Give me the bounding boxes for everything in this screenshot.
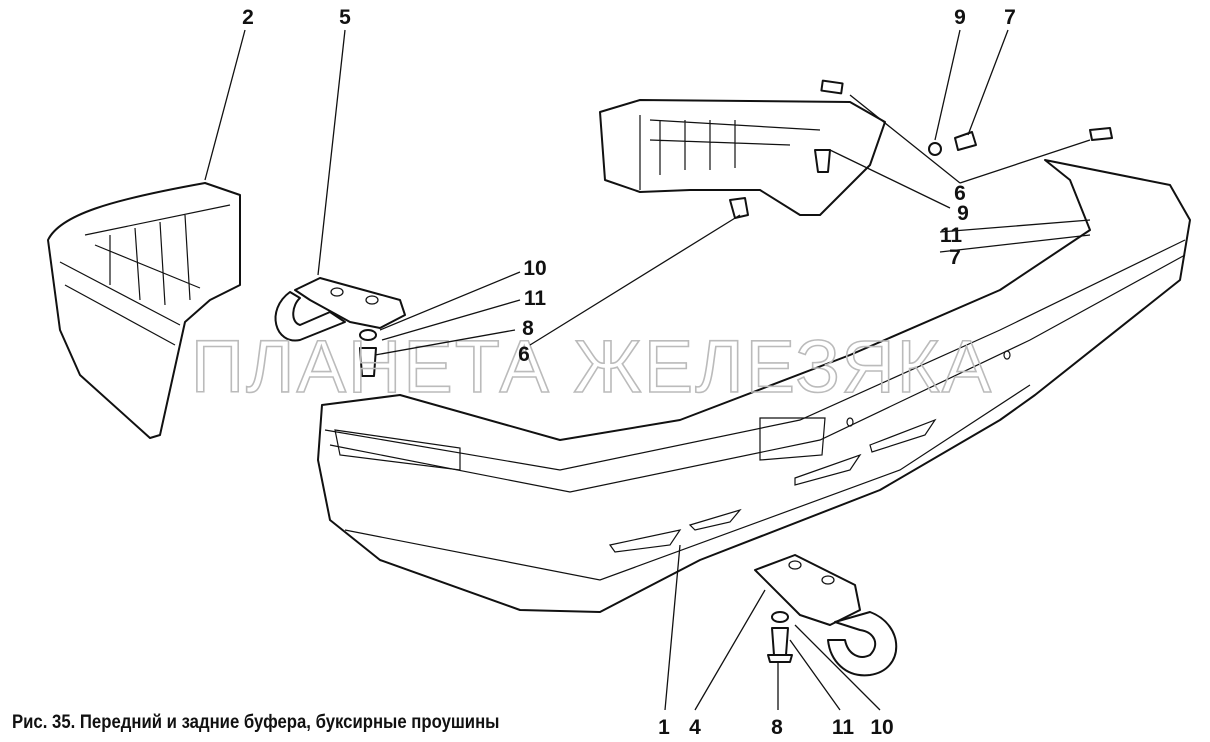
watermark: ПЛАНЕТА ЖЕЛЕЗЯКА xyxy=(191,325,993,408)
leader-lines xyxy=(204,29,1091,711)
label-4: 4 xyxy=(689,716,701,739)
label-5: 5 xyxy=(339,6,351,29)
label-8-bottom: 8 xyxy=(771,716,783,739)
label-11-bottom: 11 xyxy=(832,716,855,739)
label-7: 7 xyxy=(1004,6,1016,29)
label-2: 2 xyxy=(242,6,254,29)
label-8: 8 xyxy=(522,317,534,340)
tow-eye-left xyxy=(274,277,406,377)
label-6: 6 xyxy=(518,343,530,366)
label-11: 11 xyxy=(524,287,547,310)
label-7-right: 7 xyxy=(949,246,961,269)
left-end-cap xyxy=(47,182,241,439)
label-9: 9 xyxy=(954,6,966,29)
label-1: 1 xyxy=(658,716,670,739)
label-10-bottom: 10 xyxy=(870,716,893,739)
part-labels: 2 5 9 7 10 11 8 6 6 9 11 7 1 4 8 11 10 xyxy=(242,6,1016,739)
main-bumper xyxy=(317,159,1191,613)
label-9-right: 9 xyxy=(957,202,969,225)
rear-upper-cover xyxy=(599,79,1113,219)
label-6-right: 6 xyxy=(954,182,966,205)
label-11-right: 11 xyxy=(940,224,963,247)
label-10: 10 xyxy=(523,257,546,280)
tow-eye-right xyxy=(754,554,898,677)
figure-caption: Рис. 35. Передний и задние буфера, букси… xyxy=(12,712,500,733)
